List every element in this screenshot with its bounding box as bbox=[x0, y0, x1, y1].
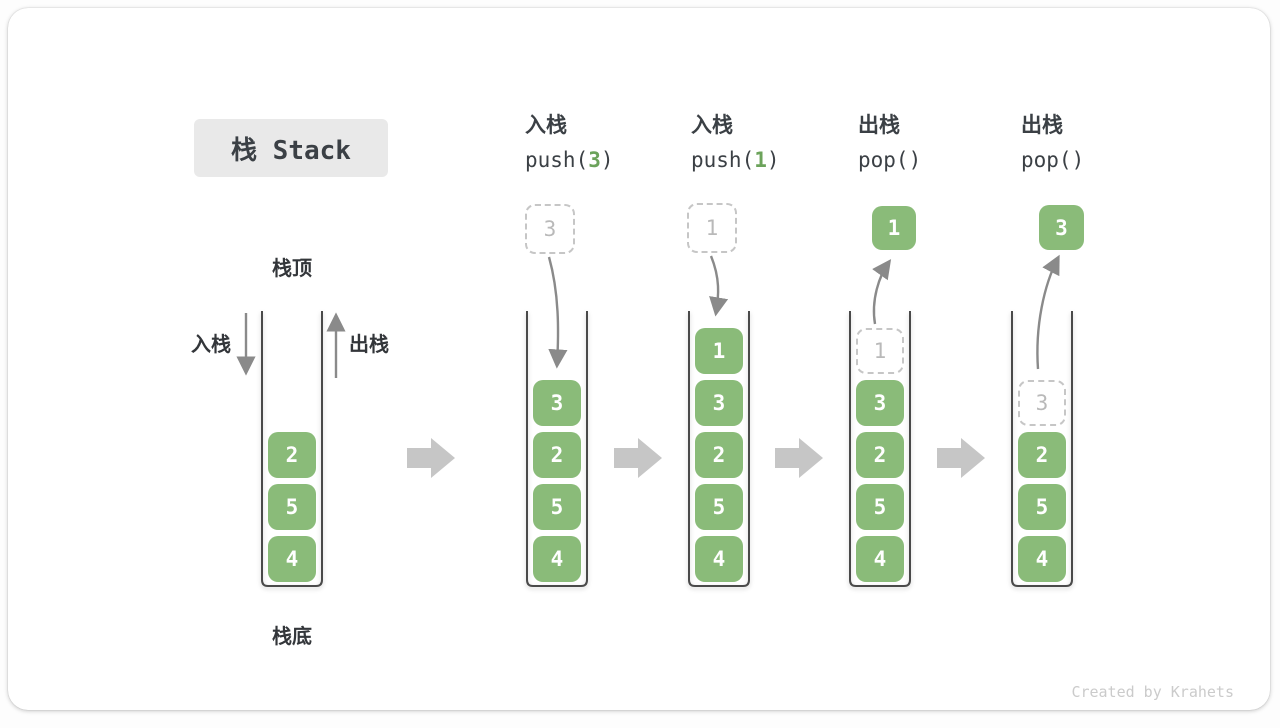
flow-arrow-4 bbox=[937, 438, 985, 478]
stack-container-1 bbox=[261, 311, 323, 587]
floating-block: 3 bbox=[1039, 205, 1084, 250]
stack-block: 4 bbox=[695, 536, 743, 582]
watermark: Created by Krahets bbox=[1071, 683, 1234, 701]
stack-container-2 bbox=[526, 311, 588, 587]
stack-block: 5 bbox=[856, 484, 904, 530]
op-header-push-1: 入栈 push(1) bbox=[691, 114, 851, 172]
stack-block: 3 bbox=[695, 380, 743, 426]
stack-top-label: 栈顶 bbox=[272, 258, 312, 280]
stack-block: 4 bbox=[1018, 536, 1066, 582]
stack-block: 2 bbox=[695, 432, 743, 478]
op-cjk-label: 出栈 bbox=[858, 114, 900, 137]
op-code-label: pop() bbox=[858, 149, 1018, 172]
op-header-pop-1: 出栈 pop() bbox=[858, 114, 1018, 172]
push-3-arrow bbox=[547, 256, 568, 369]
op-cjk-label: 出栈 bbox=[1021, 114, 1063, 137]
stack-block: 4 bbox=[856, 536, 904, 582]
pop-1-arrow bbox=[872, 259, 892, 325]
code-pre: pop( bbox=[1021, 148, 1072, 173]
code-pre: push( bbox=[525, 148, 589, 173]
stack-container-4 bbox=[849, 311, 911, 587]
stack-block: 4 bbox=[533, 536, 581, 582]
code-num: 3 bbox=[588, 148, 601, 173]
diagram-title-text: 栈 Stack bbox=[231, 135, 351, 166]
stack-block: 5 bbox=[268, 484, 316, 530]
floating-block: 1 bbox=[687, 203, 737, 253]
stack-block: 2 bbox=[533, 432, 581, 478]
stack-block: 2 bbox=[856, 432, 904, 478]
push-side-label: 入栈 bbox=[191, 334, 231, 356]
floating-block: 3 bbox=[525, 204, 575, 254]
pop-3-arrow bbox=[1036, 254, 1060, 370]
code-num: 1 bbox=[754, 148, 767, 173]
push-1-arrow bbox=[709, 255, 729, 317]
op-cjk-label: 入栈 bbox=[525, 114, 567, 137]
stack-block: 1 bbox=[695, 328, 743, 374]
code-post: ) bbox=[908, 148, 922, 173]
stack-container-3 bbox=[688, 311, 750, 587]
flow-arrow-2 bbox=[614, 438, 662, 478]
pop-side-label: 出栈 bbox=[349, 334, 389, 356]
diagram-title: 栈 Stack bbox=[194, 119, 388, 177]
stack-block: 5 bbox=[533, 484, 581, 530]
stack-block: 2 bbox=[1018, 432, 1066, 478]
stack-block: 5 bbox=[1018, 484, 1066, 530]
op-code-label: push(1) bbox=[691, 149, 851, 172]
op-code-label: pop() bbox=[1021, 149, 1181, 172]
op-cjk-label: 入栈 bbox=[691, 114, 733, 137]
code-pre: pop( bbox=[858, 148, 909, 173]
code-pre: push( bbox=[691, 148, 755, 173]
code-post: ) bbox=[766, 148, 780, 173]
diagram-canvas bbox=[236, 254, 1073, 587]
stack-container-5 bbox=[1011, 311, 1073, 587]
stack-bottom-label: 栈底 bbox=[272, 626, 312, 648]
stack-block: 5 bbox=[695, 484, 743, 530]
floating-block: 1 bbox=[872, 206, 916, 250]
flow-arrow-1 bbox=[407, 438, 455, 478]
flow-arrow-3 bbox=[775, 438, 823, 478]
stack-block: 4 bbox=[268, 536, 316, 582]
diagram-card: 栈 Stack 入栈 push(3) 入栈 push(1) 出栈 pop() 出… bbox=[8, 8, 1270, 710]
stack-block: 2 bbox=[268, 432, 316, 478]
op-header-pop-3: 出栈 pop() bbox=[1021, 114, 1181, 172]
stack-block: 3 bbox=[856, 380, 904, 426]
code-post: ) bbox=[600, 148, 614, 173]
ghost-block: 1 bbox=[856, 328, 904, 374]
stack-block: 3 bbox=[533, 380, 581, 426]
ghost-block: 3 bbox=[1018, 380, 1066, 426]
op-code-label: push(3) bbox=[525, 149, 685, 172]
op-header-push-3: 入栈 push(3) bbox=[525, 114, 685, 172]
code-post: ) bbox=[1071, 148, 1085, 173]
